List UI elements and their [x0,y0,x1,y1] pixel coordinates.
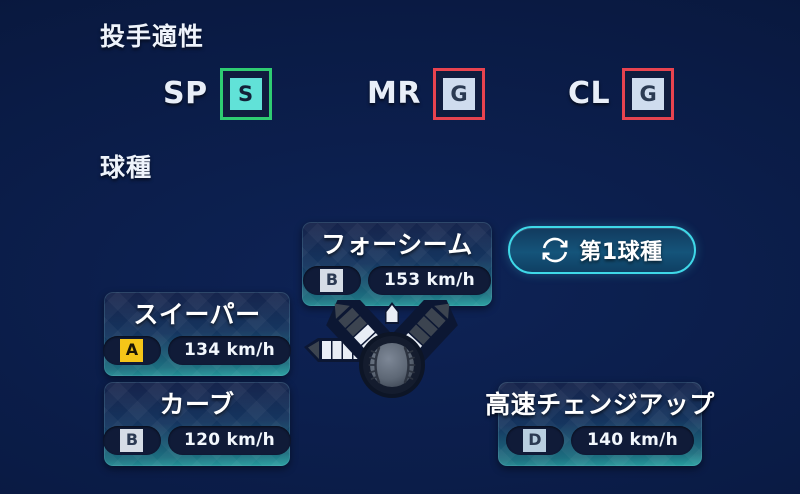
first-pitch-type-button[interactable]: 第1球種 [508,226,696,274]
aptitude-badge-sp: S [219,68,272,120]
aptitude-item-mr[interactable]: MR G [367,68,485,120]
pitch-speed-pod: 134 km/h [167,335,292,365]
aptitude-row: SP S MR G CL G [0,68,800,128]
pitch-grade-pod: B [102,425,161,455]
pitch-speed-value: 134 km/h [183,340,276,360]
pitch-grade-pod: D [505,425,564,455]
aptitude-grade-sp: S [229,78,262,110]
baseball-icon [359,332,425,398]
pitch-card-sweeper[interactable]: スイーパー A 134 km/h [102,292,292,376]
pitch-stats: A 134 km/h [102,335,292,365]
pitch-name: カーブ [159,390,235,419]
pitch-speed-value: 140 km/h [586,430,679,450]
aptitude-grade-cl: G [632,78,665,110]
first-pitch-type-label: 第1球種 [579,240,663,265]
sync-refresh-icon [542,237,568,263]
pitch-grade-badge: B [320,268,344,292]
pitch-speed-pod: 153 km/h [367,265,492,295]
pitch-grade-pod: B [302,265,361,295]
pitch-speed-pod: 120 km/h [167,425,292,455]
page-title-pitchtype: 球種 [100,153,153,182]
pitch-stats: B 120 km/h [102,425,292,455]
pitch-movement-diagram[interactable] [296,300,488,430]
pitch-grade-pod: A [102,335,161,365]
pitch-name: フォーシーム [321,230,473,259]
pitch-grade-badge: A [120,338,144,362]
pitch-stats: B 153 km/h [302,265,492,295]
pitch-card-curve[interactable]: カーブ B 120 km/h [102,382,292,466]
pitch-name: スイーパー [133,300,261,329]
pitch-card-fourseam[interactable]: フォーシーム B 153 km/h [302,222,492,306]
pitch-card-changeup[interactable]: 高速チェンジアップ D 140 km/h [485,382,714,466]
pitch-name: 高速チェンジアップ [485,390,715,419]
pitch-speed-pod: 140 km/h [570,425,695,455]
aptitude-badge-cl: G [622,68,675,120]
pitch-grade-badge: D [523,428,547,452]
aptitude-label-cl: CL [568,76,611,111]
pitch-speed-value: 153 km/h [383,270,476,290]
aptitude-label-sp: SP [163,76,208,111]
aptitude-label-mr: MR [367,76,421,111]
movement-arrow-up [385,302,399,324]
pitch-stats: D 140 km/h [505,425,695,455]
aptitude-grade-mr: G [442,78,475,110]
aptitude-item-sp[interactable]: SP S [163,68,272,120]
pitch-grade-badge: B [120,428,144,452]
page-title-aptitude: 投手適性 [100,22,205,51]
aptitude-badge-mr: G [432,68,485,120]
pitch-speed-value: 120 km/h [183,430,276,450]
aptitude-item-cl[interactable]: CL G [568,68,675,120]
